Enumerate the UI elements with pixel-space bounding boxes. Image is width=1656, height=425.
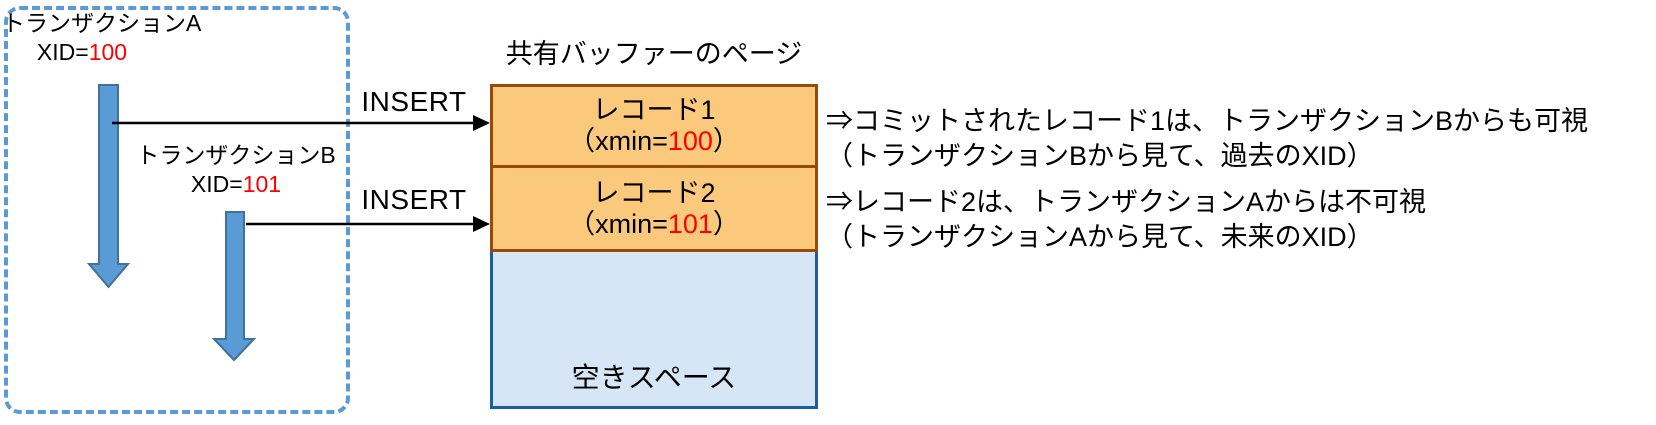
record-1-name: レコード1 [592, 95, 716, 125]
insert-label-2: INSERT [361, 184, 467, 215]
record-1-xmin-prefix: （xmin= [568, 126, 668, 156]
record-1: レコード1 （xmin=100） [490, 84, 818, 168]
insert-label-1: INSERT [361, 86, 467, 117]
transaction-a-label: トランザクションA XID=100 [2, 9, 202, 67]
record-2-xmin-prefix: （xmin= [568, 208, 668, 239]
free-space-label: 空きスペース [571, 362, 737, 393]
transaction-b-xid: XID=101 [126, 170, 346, 199]
transaction-a-xid-prefix: XID= [36, 39, 89, 65]
record-2-xmin: （xmin=101） [568, 209, 740, 240]
visibility-note-2-line-1: ⇒レコード2は、トランザクションAからは不可視 [826, 187, 1427, 217]
buffer-page-box: レコード1 （xmin=100） レコード2 （xmin=101） 空きスペース [490, 84, 818, 409]
record-1-xmin-suffix: ） [712, 126, 740, 156]
record-2-name: レコード2 [592, 177, 716, 208]
free-space-area: 空きスペース [490, 252, 818, 409]
record-2-xmin-value: 101 [667, 208, 713, 239]
record-2: レコード2 （xmin=101） [490, 165, 818, 252]
visibility-note-1-line-2: （トランザクションBから見て、過去のXID） [826, 141, 1374, 171]
transaction-a-name: トランザクションA [2, 10, 202, 36]
transactions-dashed-box [4, 6, 350, 414]
record-1-xmin-value: 100 [667, 126, 713, 156]
transaction-b-xid-prefix: XID= [190, 171, 243, 197]
transaction-b-name: トランザクションB [136, 142, 336, 168]
transaction-b-label: トランザクションB XID=101 [126, 141, 346, 199]
record-1-xmin: （xmin=100） [568, 126, 740, 157]
transaction-a-xid-value: 100 [88, 39, 128, 65]
record-2-xmin-suffix: ） [712, 208, 740, 239]
transaction-a-xid: XID=100 [2, 38, 162, 67]
visibility-note-1: ⇒コミットされたレコード1は、トランザクションBからも可視 （トランザクションB… [826, 104, 1652, 174]
transaction-b-xid-value: 101 [242, 171, 282, 197]
buffer-page-title: 共有バッファーのページ [505, 39, 803, 69]
visibility-note-2-line-2: （トランザクションAから見て、未来のXID） [826, 222, 1374, 252]
visibility-note-1-line-1: ⇒コミットされたレコード1は、トランザクションBからも可視 [826, 106, 1589, 136]
visibility-note-2: ⇒レコード2は、トランザクションAからは不可視 （トランザクションAから見て、未… [826, 185, 1652, 255]
